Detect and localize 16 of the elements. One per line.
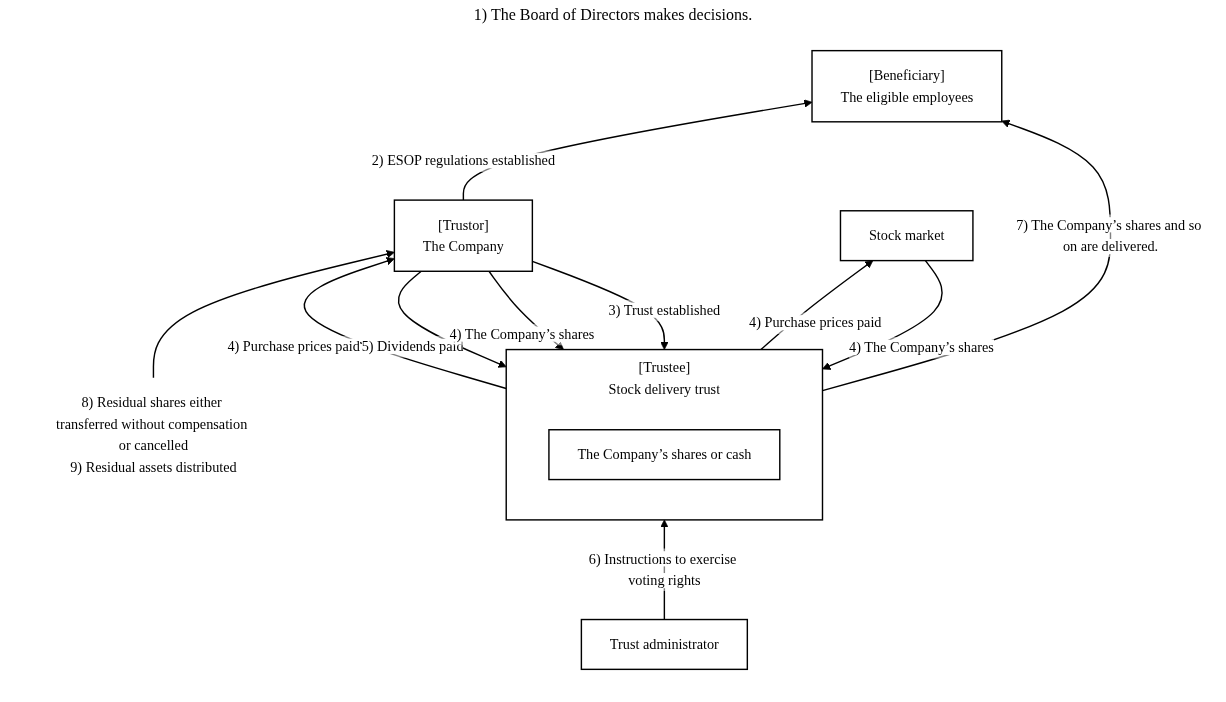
node-box: The Company’s shares or cash	[548, 429, 781, 481]
note-text: 1) The Board of Directors makes decisions.	[473, 6, 753, 23]
edge-label: 4) The Company’s shares	[449, 326, 595, 342]
node-box: [Beneficiary] The eligible employees	[811, 49, 1003, 123]
edge-label: 4) Purchase prices paid	[227, 338, 360, 354]
node-box: [Trustor] The Company	[393, 199, 534, 272]
edge-label: 6) Instructions to exercise voting rights	[588, 551, 737, 588]
edge-label: 7) The Company’s shares and so on are delivered.	[1016, 217, 1202, 254]
edge-label: 4) The Company’s shares	[849, 339, 994, 355]
node-box: Trust administrator	[580, 618, 749, 671]
node-box: Stock market	[839, 210, 974, 262]
edge-label: 4) Purchase prices paid	[749, 315, 882, 331]
node-text: 8) Residual shares either transferred without compensation or cancelled 9) Residual assets distributed	[56, 394, 248, 475]
edge-label: 3) Trust established	[608, 302, 721, 318]
edge-label: 2) ESOP regulations established	[371, 153, 556, 169]
arrow	[152, 250, 395, 379]
